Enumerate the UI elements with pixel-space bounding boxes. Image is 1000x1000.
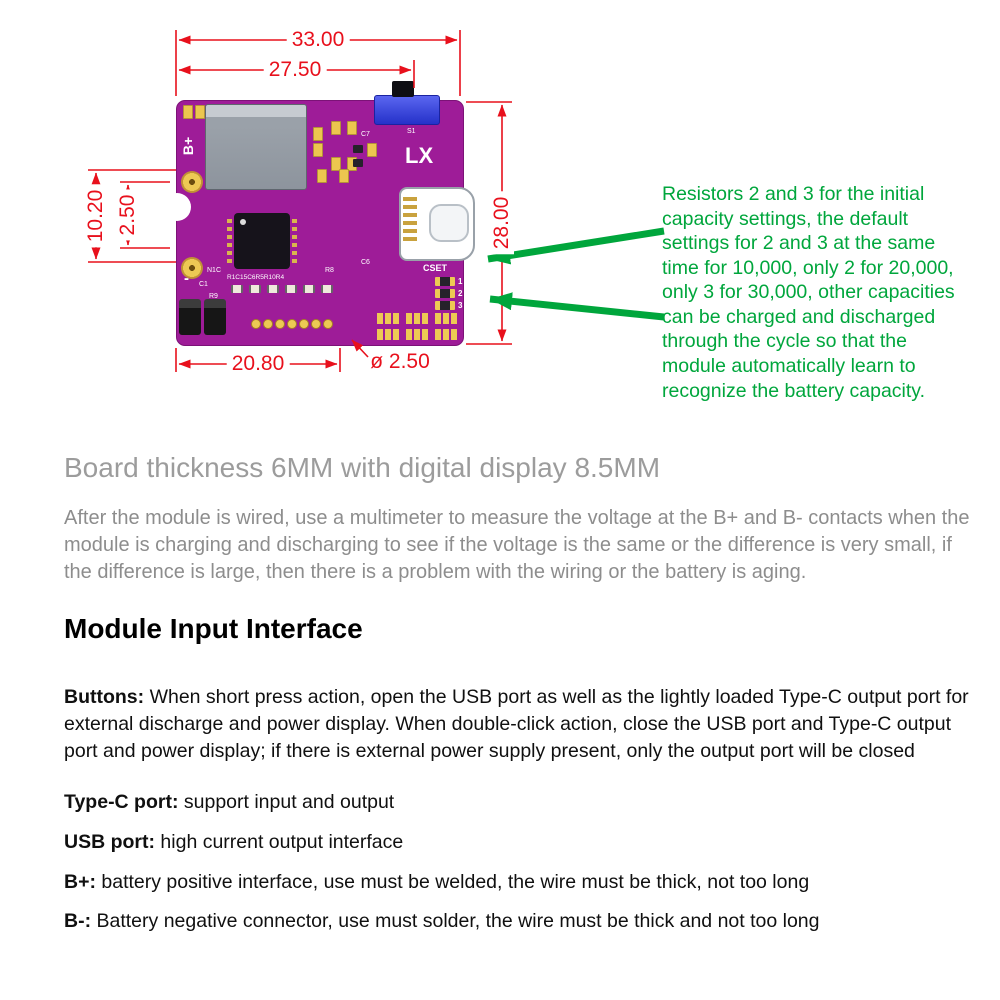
silkscreen-cset: CSET bbox=[423, 263, 448, 273]
cset-resistor-2 bbox=[435, 289, 455, 298]
plated-hole bbox=[251, 319, 261, 329]
solder-pad bbox=[313, 143, 323, 157]
smd-resistor bbox=[249, 285, 261, 293]
silkscreen-resistor-row: R1C15C6R5R10R4 bbox=[227, 274, 285, 281]
capacitor-left-1 bbox=[179, 299, 201, 335]
smd-resistor bbox=[231, 285, 243, 293]
usb-c-port bbox=[399, 187, 475, 261]
usb-label: USB port: bbox=[64, 830, 155, 853]
buttons-label: Buttons: bbox=[64, 686, 145, 708]
ic-pins-right bbox=[292, 219, 297, 263]
solder-pad bbox=[183, 105, 193, 119]
silkscreen-c1: C1 bbox=[199, 281, 208, 288]
b-minus-item: B-: Battery negative connector, use must… bbox=[64, 908, 986, 935]
b-plus-item: B+: battery positive interface, use must… bbox=[64, 869, 986, 896]
smd-pad-row bbox=[435, 329, 457, 340]
dim-outer-width: 33.00 bbox=[286, 28, 350, 52]
smd-pad-row bbox=[435, 313, 457, 324]
usb-c-slot bbox=[429, 204, 469, 242]
buttons-item: Buttons: When short press action, open t… bbox=[64, 684, 986, 765]
smd-resistor bbox=[285, 285, 297, 293]
plated-hole bbox=[311, 319, 321, 329]
smd-resistor bbox=[303, 285, 315, 293]
plated-hole bbox=[275, 319, 285, 329]
type-c-label: Type-C port: bbox=[64, 790, 179, 813]
solder-pad bbox=[317, 169, 327, 183]
dim-inner-width: 27.50 bbox=[263, 58, 327, 82]
b-plus-label: B+: bbox=[64, 870, 96, 893]
solder-pad bbox=[367, 143, 377, 157]
solder-pad bbox=[339, 169, 349, 183]
smd-pad-row bbox=[406, 313, 428, 324]
dim-bottom-width: 20.80 bbox=[226, 352, 290, 376]
board-notch bbox=[163, 193, 191, 221]
smd-component bbox=[353, 159, 363, 167]
smd-pad-row bbox=[377, 329, 399, 340]
silkscreen-s1: S1 bbox=[407, 128, 416, 135]
pcb-board: LX B+ - CSET 1 2 3 S1 C7 C6 R8 N1C R1C15… bbox=[163, 81, 475, 346]
silkscreen-res3: 3 bbox=[458, 301, 463, 310]
buttons-text: When short press action, open the USB po… bbox=[64, 686, 969, 762]
interface-description-list: Buttons: When short press action, open t… bbox=[64, 684, 986, 948]
silkscreen-b-minus: - bbox=[184, 270, 189, 287]
solder-pad bbox=[313, 127, 323, 141]
silkscreen-c7: C7 bbox=[361, 131, 370, 138]
solder-pad bbox=[331, 157, 341, 171]
plated-hole bbox=[263, 319, 273, 329]
solder-pad bbox=[331, 121, 341, 135]
solder-pad bbox=[347, 121, 357, 135]
mounting-pad-bottom bbox=[181, 257, 203, 279]
usb-text: high current output interface bbox=[155, 830, 404, 853]
silkscreen-c6: C6 bbox=[361, 259, 370, 266]
silkscreen-n1c: N1C bbox=[207, 267, 222, 274]
usb-item: USB port: high current output interface bbox=[64, 829, 986, 856]
smd-pad-row bbox=[377, 313, 399, 324]
dim-hole-diameter: ø 2.50 bbox=[370, 350, 430, 373]
b-minus-text: Battery negative connector, use must sol… bbox=[91, 910, 820, 933]
type-c-item: Type-C port: support input and output bbox=[64, 789, 986, 816]
mounting-pad-top bbox=[181, 171, 203, 193]
silkscreen-r9: R9 bbox=[209, 293, 218, 300]
thickness-heading: Board thickness 6MM with digital display… bbox=[64, 452, 661, 483]
silkscreen-res1: 1 bbox=[458, 277, 463, 286]
capacitor-left-2 bbox=[204, 299, 226, 335]
dim-left-outer: 10.20 bbox=[84, 184, 108, 248]
green-callout-arrows bbox=[487, 227, 665, 321]
dim-left-inner: 2.50 bbox=[116, 189, 140, 241]
switch-knob bbox=[392, 81, 414, 97]
smd-resistor bbox=[267, 285, 279, 293]
plated-hole bbox=[299, 319, 309, 329]
display-module bbox=[205, 104, 307, 190]
smd-component bbox=[353, 145, 363, 153]
thickness-note: After the module is wired, use a multime… bbox=[64, 507, 970, 583]
cset-resistor-1 bbox=[435, 277, 455, 286]
ic-pins-left bbox=[227, 219, 232, 263]
usb-c-pins bbox=[403, 197, 417, 245]
type-c-text: support input and output bbox=[178, 790, 395, 813]
smd-pad-row bbox=[406, 329, 428, 340]
module-input-heading: Module Input Interface bbox=[64, 613, 363, 644]
dim-height: 28.00 bbox=[490, 191, 514, 255]
plated-hole bbox=[323, 319, 333, 329]
cset-resistor-3 bbox=[435, 301, 455, 310]
silkscreen-res2: 2 bbox=[458, 289, 463, 298]
silkscreen-r8: R8 bbox=[325, 267, 334, 274]
smd-resistor bbox=[321, 285, 333, 293]
plated-hole bbox=[287, 319, 297, 329]
solder-pad bbox=[195, 105, 205, 119]
ic-pin1-dot bbox=[240, 219, 246, 225]
silkscreen-lx: LX bbox=[405, 143, 434, 168]
capacity-setting-note: Resistors 2 and 3 for the initial capaci… bbox=[662, 183, 955, 402]
b-minus-label: B-: bbox=[64, 910, 92, 933]
b-plus-text: battery positive interface, use must be … bbox=[95, 870, 810, 893]
